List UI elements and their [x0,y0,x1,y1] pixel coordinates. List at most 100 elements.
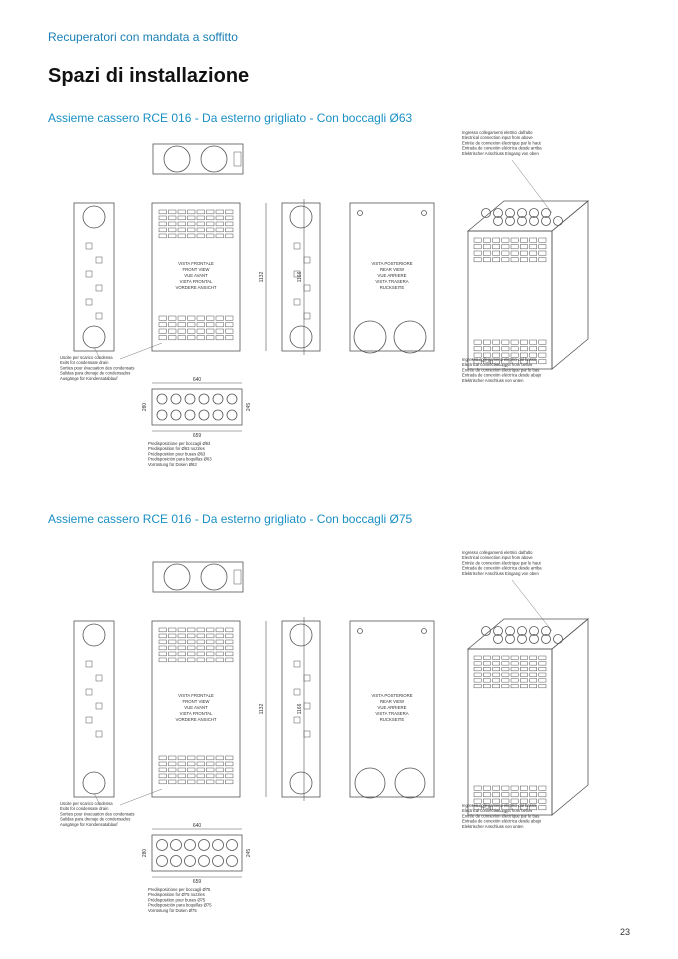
front-view-grille-bottom [177,315,186,321]
front-view-grille-bottom [206,328,215,334]
front-view-grille-bottom [225,328,234,334]
iso-grille-top [529,237,537,243]
front-view-grille-bottom [158,761,167,767]
front-view-grille-top [196,651,205,657]
iso-nozzle [553,634,563,644]
side-view-knockout [85,298,93,306]
front-view-grille-bottom [206,761,215,767]
iso-grille-bottom [510,352,519,358]
iso-grille-bottom [529,339,537,345]
iso-grille-bottom [483,792,491,798]
front-view-grille-bottom [215,315,224,321]
side-view-spigot [289,325,313,349]
iso-grille-top [510,237,519,243]
iso-grille-bottom [520,339,528,345]
front-view-grille-bottom [206,322,215,328]
front-view-grille-bottom [196,322,205,328]
iso-grille-bottom [529,785,537,791]
front-view-grille-bottom [196,767,205,773]
front-view-grille-bottom [206,767,215,773]
front-view-grille-bottom [177,335,186,341]
iso-grille-bottom [501,785,510,791]
front-view-grille-top [187,215,196,221]
front-view-grille-top [206,645,215,651]
iso-grille-top [483,237,491,243]
side-view-knockout [303,702,311,710]
iso-grille-bottom [510,798,519,804]
iso-grille-top [473,250,482,256]
iso-grille-top [473,661,482,666]
front-view-grille-bottom [168,767,177,773]
note-nozzles: Vorrüstung für Düsen Ø75 [148,908,197,913]
note-left: Ausgänge für Kondensatablauf [60,822,118,827]
front-view-grille-top [215,215,224,221]
dimension-depth-left: 280 [142,849,148,858]
front-view-grille-top [187,221,196,227]
rear-view-label: VUE ARRIERE [378,705,407,710]
iso-grille-top [501,684,510,689]
front-view-grille-bottom [225,335,234,341]
note-bottom-right: Ingresso collegamenti elettrici dal bass… [462,803,537,808]
front-view-grille-top [168,221,177,227]
note-left: Salidas para drenaje de condensados [60,371,130,376]
running-header: Recuperatori con mandata a soffitto [48,30,238,44]
iso-grille-top [538,655,547,660]
leader-line [471,358,509,368]
iso-grille-top [501,237,510,243]
front-view-grille-bottom [187,761,196,767]
rear-view-panel [349,202,435,352]
note-bottom-right: Elektrischer Anschluss von unten [462,824,524,829]
front-view-grille-top [206,657,215,663]
front-view-label: VISTA FRONTALE [178,261,214,266]
iso-grille-top [538,684,547,689]
iso-grille-bottom [538,359,547,365]
iso-grille-bottom [492,792,500,798]
front-view-panel [151,202,241,352]
iso-grille-top [520,684,528,689]
iso-grille-top [483,672,491,677]
iso-grille-top [492,244,500,250]
rear-view-label: VISTA POSTERIORE [371,693,412,698]
front-view-grille-top [187,657,196,663]
front-view-grille-bottom [225,761,234,767]
dimension-width-top: 640 [193,823,202,829]
iso-grille-bottom [538,805,547,811]
front-view-grille-top [168,633,177,639]
front-view-grille-top [158,215,167,221]
front-view-grille-top [225,633,234,639]
front-view-label: VUE AVANT [184,705,208,710]
iso-grille-bottom [492,798,500,804]
dimension-depth-right: 245 [246,403,252,412]
iso-grille-bottom [529,792,537,798]
plan-view-nozzle [156,409,168,421]
side-view-spigot [289,205,313,229]
side-view-knockout [303,284,311,292]
iso-grille-top [492,257,500,263]
iso-grille-top [492,237,500,243]
front-view-grille-top [158,227,167,233]
top-view-panel [152,143,244,175]
iso-nozzle [529,634,539,644]
side-view-knockout [293,688,301,696]
front-view-grille-bottom [215,322,224,328]
dimension-height-1: 1132 [259,271,265,282]
front-view-grille-top [206,651,215,657]
side-view-knockout [95,674,103,682]
iso-grille-top [501,250,510,256]
front-view-grille-bottom [168,755,177,761]
note-top-right: Entrada de conexión eléctrica desde arri… [462,566,542,571]
page-number: 23 [619,927,630,937]
iso-grille-bottom [520,805,528,811]
iso-nozzle [493,208,503,218]
front-view-grille-top [158,639,167,645]
note-bottom-right: Ingresso collegamenti elettrici dal bass… [462,357,537,362]
front-view-grille-top [225,209,234,215]
iso-grille-top [520,667,528,672]
side-view-spigot [82,205,106,229]
front-view-grille-bottom [215,761,224,767]
note-bottom-right: Entrada de conexión eléctrica desde abaj… [462,819,542,824]
front-view-grille-bottom [177,779,186,785]
iso-nozzle [529,208,539,218]
front-view-grille-top [225,215,234,221]
iso-grille-bottom [492,785,500,791]
